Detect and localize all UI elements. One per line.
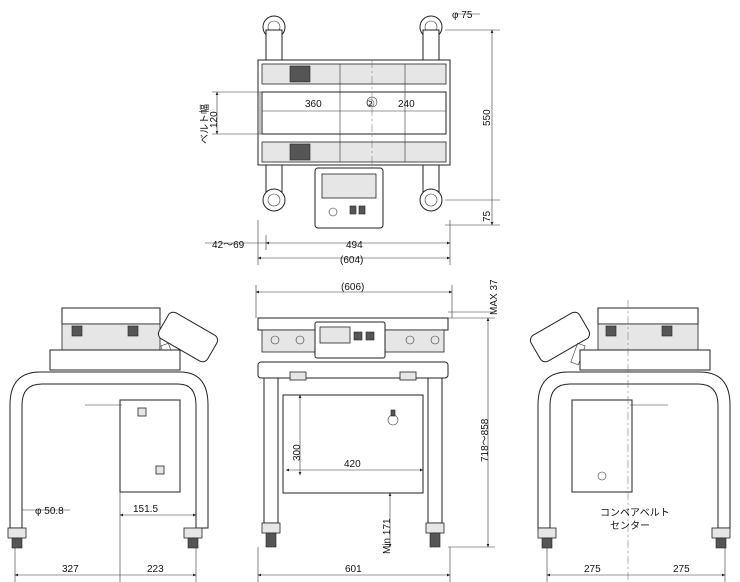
dim-belt-width: 120 bbox=[209, 111, 220, 128]
dim-leg-offset: 75 bbox=[482, 210, 493, 222]
bottom-handle-left bbox=[262, 164, 286, 212]
belt-center-label-2: センター bbox=[610, 520, 650, 532]
indicator-unit-top bbox=[314, 167, 384, 229]
bottom-handle-right bbox=[419, 164, 443, 212]
dim-side-range: 42～69 bbox=[212, 240, 245, 251]
indicator-unit-right bbox=[529, 311, 591, 366]
dim-panel-height: 300 bbox=[292, 444, 303, 461]
top-handle-left bbox=[262, 15, 286, 63]
dim-right-base-right: 275 bbox=[673, 564, 690, 575]
dim-offset: 151.5 bbox=[133, 504, 158, 515]
dim-overall-height: 550 bbox=[482, 109, 493, 126]
left-side-view: φ 50.8 151.5 327 223 bbox=[7, 307, 219, 582]
dim-top-width: (606) bbox=[341, 282, 364, 293]
dim-min-clearance: Min 171 bbox=[382, 518, 393, 554]
dim-frame-width: 494 bbox=[346, 240, 363, 251]
dim-base-right: 223 bbox=[147, 564, 164, 575]
front-view: (606) 300 420 bbox=[255, 279, 500, 582]
center-marker: ② bbox=[366, 99, 375, 110]
dim-right-base-left: 275 bbox=[584, 564, 601, 575]
belt-center-label-1: コンベアベルト bbox=[600, 507, 670, 519]
indicator-unit-front bbox=[314, 321, 386, 359]
right-frame-tube bbox=[537, 371, 731, 529]
dim-max-37: MAX 37 bbox=[489, 279, 500, 315]
belt-width-label: ベルト幅 bbox=[198, 104, 211, 144]
right-side-view: コンベアベルト センター 275 275 bbox=[529, 300, 731, 582]
dim-foot-dia: φ 50.8 bbox=[35, 506, 64, 517]
dim-base-width: 601 bbox=[345, 564, 362, 575]
top-view: φ 75 550 75 ベルト幅 120 360 ② 240 494 42～69… bbox=[198, 10, 500, 266]
dim-right-length: 240 bbox=[398, 99, 415, 110]
dim-left-length: 360 bbox=[305, 99, 322, 110]
dim-height-range: 718～858 bbox=[480, 418, 491, 462]
dim-roller-dia: φ 75 bbox=[452, 10, 473, 21]
dim-overall-width: (604) bbox=[340, 255, 363, 266]
dim-panel-width: 420 bbox=[344, 459, 361, 470]
top-handle-right bbox=[419, 15, 443, 63]
dim-base-left: 327 bbox=[62, 564, 79, 575]
load-cell-panel bbox=[282, 394, 424, 494]
